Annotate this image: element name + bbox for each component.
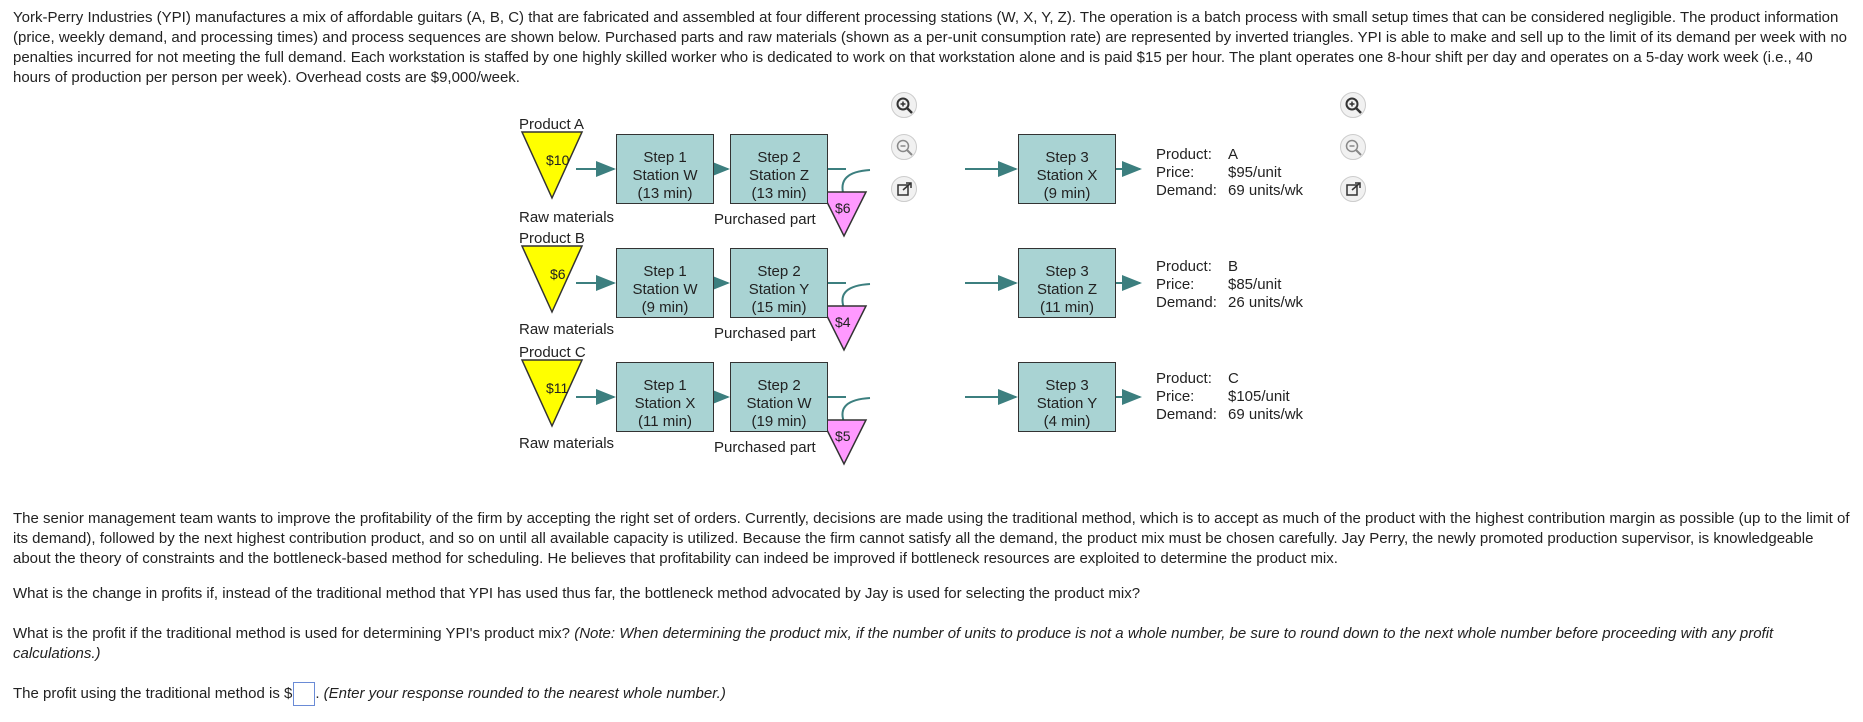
answer-suffix: . (315, 684, 320, 702)
step1-box-c: Step 1 Station X (11 min) (616, 362, 714, 432)
step-name: Step 1 (643, 263, 687, 280)
step-station: Station X (634, 395, 696, 412)
part-cost-a: $6 (835, 200, 851, 216)
answer-line: The profit using the traditional method … (13, 682, 1853, 706)
step-station: Station Y (1036, 395, 1098, 412)
step-time: (11 min) (1040, 299, 1094, 316)
step-station: Station Y (748, 281, 810, 298)
step-name: Step 1 (643, 149, 687, 166)
info-key: Price: (1156, 388, 1195, 405)
info-key: Price: (1156, 276, 1195, 293)
answer-prefix: The profit using the traditional method … (13, 684, 293, 702)
info-key: Demand: (1156, 182, 1217, 199)
purchased-part-label-c: Purchased part (714, 439, 816, 456)
product-c-title: Product C (519, 344, 586, 361)
info-key: Product: (1156, 370, 1212, 387)
step-name: Step 1 (643, 377, 687, 394)
step-name: Step 3 (1045, 263, 1089, 280)
zoom-out-icon[interactable] (1340, 134, 1366, 160)
step-time: (15 min) (751, 299, 807, 316)
step-station: Station Z (1036, 281, 1098, 298)
step-name: Step 2 (757, 377, 801, 394)
info-demand: 69 units/wk (1228, 406, 1304, 423)
zoom-in-icon[interactable] (891, 92, 917, 118)
purchased-part-label-a: Purchased part (714, 211, 816, 228)
purchased-part-triangle-a (820, 191, 868, 238)
info-price: $105/unit (1228, 388, 1290, 405)
info-product: A (1228, 146, 1239, 163)
raw-cost-b: $6 (550, 266, 566, 282)
step-time: (11 min) (638, 413, 692, 430)
step-time: (13 min) (637, 185, 693, 202)
part-cost-b: $4 (835, 314, 851, 330)
step1-box-a: Step 1 Station W (13 min) (616, 134, 714, 204)
question-text: What is the profit if the traditional me… (13, 625, 571, 642)
step-time: (9 min) (641, 299, 689, 316)
step-time: (13 min) (751, 185, 807, 202)
info-product: B (1228, 258, 1239, 275)
question-traditional-profit: What is the profit if the traditional me… (13, 624, 1853, 664)
raw-cost-c: $11 (546, 380, 569, 396)
problem-intro: York-Perry Industries (YPI) manufactures… (13, 9, 1848, 86)
raw-materials-label-b: Raw materials (519, 321, 615, 338)
diagram-arrows (520, 131, 1142, 466)
question-change-in-profits: What is the change in profits if, instea… (13, 585, 1141, 602)
step-name: Step 2 (757, 149, 801, 166)
senior-management-paragraph: The senior management team wants to impr… (13, 510, 1850, 567)
info-key: Demand: (1156, 294, 1217, 311)
product-info-a: Product: A Price: $95/unit Demand: 69 units… (1156, 146, 1303, 200)
zoom-in-icon[interactable] (1340, 92, 1366, 118)
info-key: Demand: (1156, 406, 1217, 423)
info-price: $95/unit (1228, 164, 1282, 181)
product-b-title: Product B (519, 230, 585, 247)
step1-box-b: Step 1 Station W (9 min) (616, 248, 714, 318)
step2-box-c: Step 2 Station W (19 min) (730, 362, 828, 432)
answer-hint: (Enter your response rounded to the near… (323, 684, 726, 702)
step-name: Step 3 (1045, 377, 1089, 394)
step3-box-a: Step 3 Station X (9 min) (1018, 134, 1116, 204)
open-external-icon[interactable] (1340, 176, 1366, 202)
product-info-c: Product: C Price: $105/unit Demand: 69 unit… (1156, 370, 1303, 424)
question-note: (Note: When determining the product mix,… (13, 625, 1774, 662)
purchased-part-label-b: Purchased part (714, 325, 816, 342)
step2-box-b: Step 2 Station Y (15 min) (730, 248, 828, 318)
raw-materials-triangle-b (520, 245, 584, 314)
raw-materials-label-c: Raw materials (519, 435, 615, 452)
product-info-b: Product: B Price: $85/unit Demand: 26 units… (1156, 258, 1303, 312)
step-station: Station W (746, 395, 812, 412)
step3-box-b: Step 3 Station Z (11 min) (1018, 248, 1116, 318)
part-cost-c: $5 (835, 428, 851, 444)
step-station: Station X (1036, 167, 1098, 184)
step2-box-a: Step 2 Station Z (13 min) (730, 134, 828, 204)
step-name: Step 3 (1045, 149, 1089, 166)
step-time: (4 min) (1043, 413, 1091, 430)
step3-box-c: Step 3 Station Y (4 min) (1018, 362, 1116, 432)
info-key: Price: (1156, 164, 1195, 181)
info-product: C (1228, 370, 1239, 387)
raw-materials-label-a: Raw materials (519, 209, 615, 226)
raw-materials-triangle-c (520, 359, 584, 428)
raw-cost-a: $10 (546, 152, 570, 168)
step-time: (9 min) (1043, 185, 1091, 202)
raw-materials-triangle-a (520, 131, 584, 200)
zoom-out-icon[interactable] (891, 134, 917, 160)
product-a-title: Product A (519, 116, 585, 133)
step-name: Step 2 (757, 263, 801, 280)
step-time: (19 min) (751, 413, 807, 430)
info-demand: 26 units/wk (1228, 294, 1304, 311)
info-key: Product: (1156, 258, 1212, 275)
info-demand: 69 units/wk (1228, 182, 1304, 199)
purchased-part-triangle-c (820, 419, 868, 466)
info-key: Product: (1156, 146, 1212, 163)
step-station: Station W (632, 281, 698, 298)
open-external-icon[interactable] (891, 176, 917, 202)
process-diagram: Product A $10 Step 1 Station W (13 min) … (510, 100, 1380, 480)
info-price: $85/unit (1228, 276, 1282, 293)
step-station: Station Z (748, 167, 810, 184)
profit-answer-input[interactable] (293, 682, 316, 706)
step-station: Station W (632, 167, 698, 184)
purchased-part-triangle-b (820, 305, 868, 352)
